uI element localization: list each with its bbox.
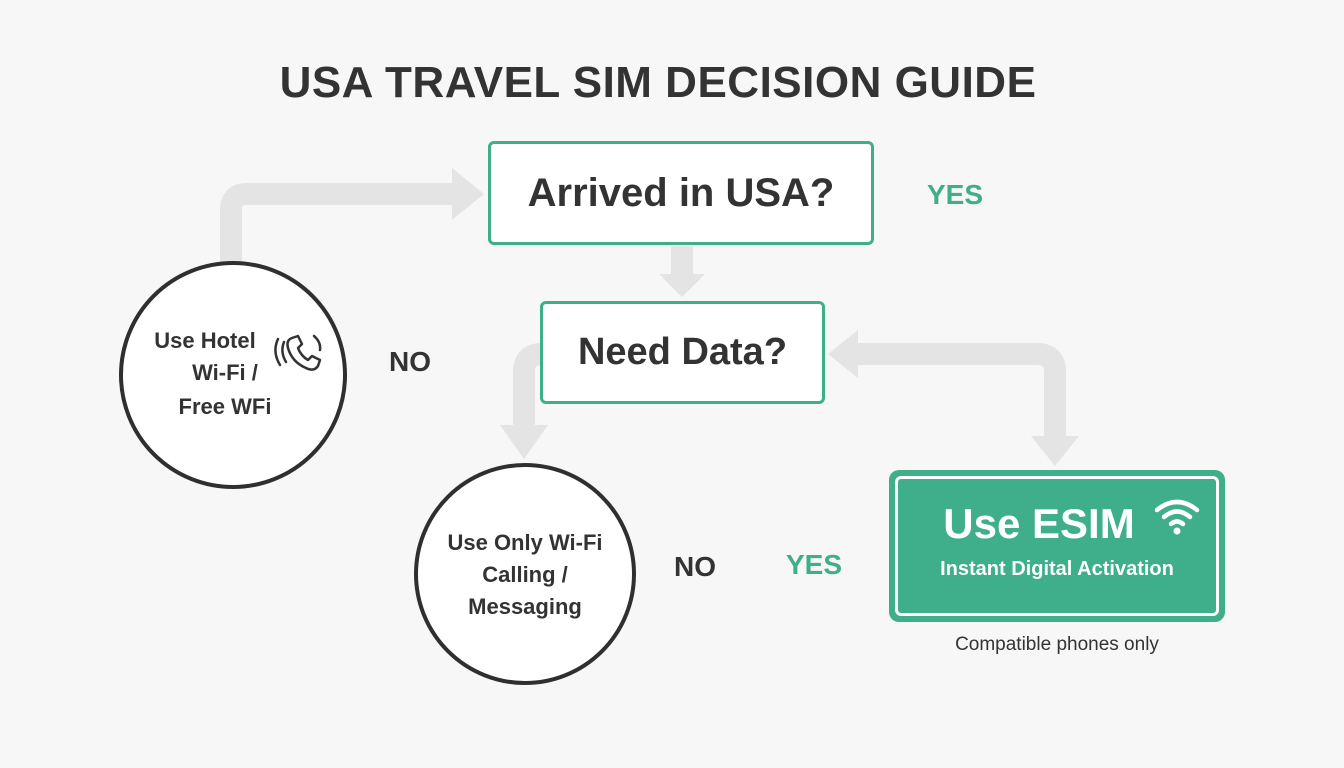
hotel-wifi-line-3: Free WFi [178,394,272,419]
hotel-wifi-line-1: Use Hotel [154,328,256,353]
esim-inner-border [895,476,1219,616]
wifi-only-line-3: Messaging [468,594,582,619]
wifi-only-line-2: Calling / [482,562,568,587]
wifi-icon [1154,499,1200,535]
arrow-esim-to-data [858,343,1066,436]
arrived-in-usa-node: Arrived in USA? [488,141,874,245]
hotel-wifi-line-2: Wi-Fi / [192,360,258,385]
arrow-data-to-wifi [513,343,543,425]
arrow-hotel-to-arrived [220,183,452,262]
arrowhead-wifi [500,425,548,459]
wifi-only-line-1: Use Only Wi-Fi [447,530,603,555]
arrowhead-need-data [828,330,858,378]
need-data-node: Need Data? [540,301,825,404]
wifi-only-node [414,463,636,685]
esim-title: Use ESIM [943,500,1135,547]
use-esim-node: Use ESIM Instant Digital Activation [889,470,1225,622]
no-label-bottom: NO [674,551,716,582]
yes-label-bottom: YES [786,549,843,580]
esim-subtitle: Instant Digital Activation [940,558,1174,580]
yes-label-top: YES [927,179,984,210]
arrowhead-arrived [452,168,484,220]
phone-call-icon [274,334,322,371]
hotel-wifi-node [119,261,347,489]
esim-note: Compatible phones only [955,634,1159,655]
arrived-in-usa-label: Arrived in USA? [527,170,835,215]
page-title: USA TRAVEL SIM DECISION GUIDE [279,58,1037,107]
need-data-label: Need Data? [577,331,788,373]
arrowhead-data [659,274,705,297]
arrowhead-esim [1031,436,1079,466]
no-label-left: NO [389,346,431,377]
